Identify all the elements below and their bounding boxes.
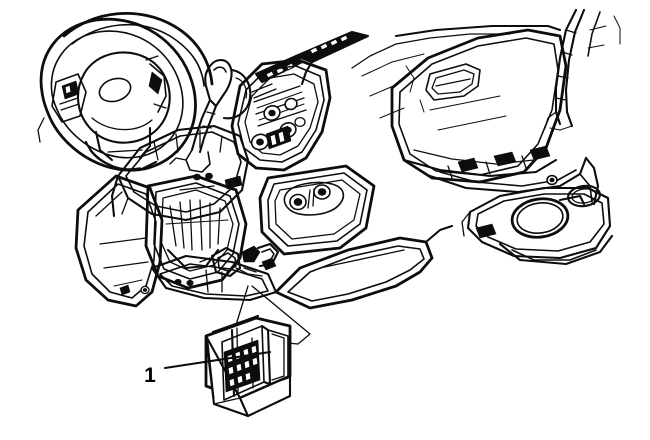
glove-box-door (390, 28, 568, 184)
passenger-lower-panel (274, 224, 454, 310)
defroster-vent-grille (254, 30, 370, 86)
right-lower-speaker-openings (461, 184, 614, 266)
control-module-detail (204, 314, 292, 418)
module-connector-pins (223, 339, 261, 393)
steering-wheel (37, 11, 214, 172)
shift-lever (169, 58, 252, 173)
callout-1-leader (163, 350, 272, 370)
glove-box-lower-rail (428, 145, 600, 206)
console-cup-holder-tray (258, 164, 376, 256)
